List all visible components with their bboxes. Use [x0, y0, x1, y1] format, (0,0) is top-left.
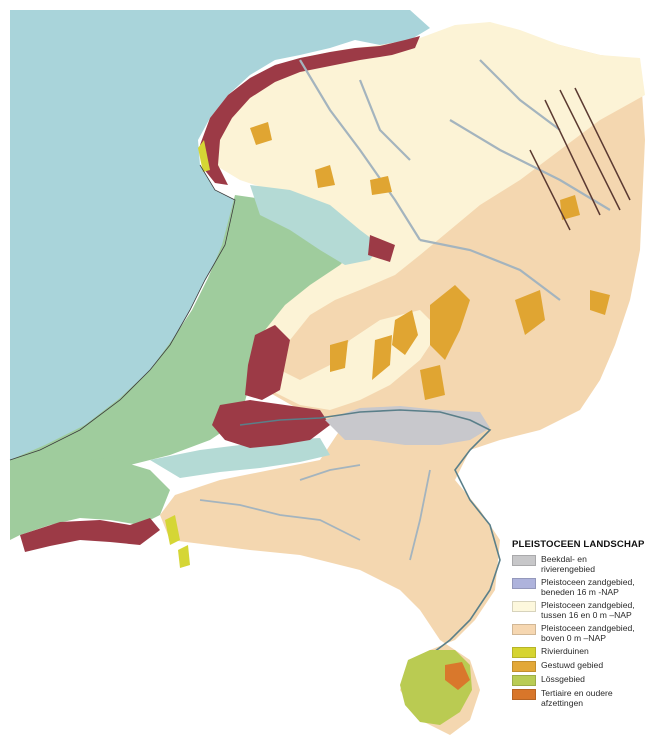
legend-swatch — [512, 577, 536, 589]
peat-delta — [212, 400, 330, 448]
legend-item: Gestuwd gebied — [512, 660, 654, 672]
main-river — [239, 409, 501, 671]
peat-central — [245, 325, 290, 400]
legend-swatch — [512, 600, 536, 612]
coastline — [9, 164, 236, 461]
river-valley-delta — [325, 406, 490, 445]
ridge-stripes — [529, 87, 631, 231]
ice-pushed-areas — [250, 122, 610, 400]
legend-label-line: boven 0 m –NAP — [541, 633, 606, 643]
upland-sand-area — [160, 40, 645, 735]
legend-swatch — [512, 623, 536, 635]
legend-swatch — [512, 688, 536, 700]
legend-label-line: Tertiaire en oudere — [541, 687, 613, 698]
tidal-delta-west — [10, 195, 360, 482]
legend-item: Rivierduinen — [512, 646, 654, 658]
legend-swatch — [512, 646, 536, 658]
legend-label-line: Pleistoceen zandgebied, — [541, 622, 635, 633]
legend-item: Pleistoceen zandgebied,boven 0 m –NAP — [512, 623, 654, 644]
legend-label: Pleistoceen zandgebied,tussen 16 en 0 m … — [541, 600, 635, 621]
tidal-flats-south — [150, 438, 330, 478]
legend-item: Pleistoceen zandgebied,beneden 16 m -NAP — [512, 577, 654, 598]
legend-title: PLEISTOCEEN LANDSCHAP — [512, 539, 645, 550]
legend-item: Lössgebied — [512, 674, 654, 686]
legend-label-line: Gestuwd gebied — [541, 659, 604, 670]
peat-northeast-strip — [368, 235, 395, 262]
legend-label-line: Beekdal- en — [541, 553, 587, 564]
legend-label-line: rivierengebied — [541, 564, 595, 574]
legend-label-line: beneden 16 m -NAP — [541, 587, 619, 597]
north-sea — [10, 10, 430, 460]
tidal-flats — [250, 185, 380, 265]
lowland-sand-area — [205, 22, 645, 410]
legend-label: Pleistoceen zandgebied,boven 0 m –NAP — [541, 623, 635, 644]
legend-label-line: Pleistoceen zandgebied, — [541, 576, 635, 587]
legend-label-line: Lössgebied — [541, 673, 585, 684]
legend-label-line: Rivierduinen — [541, 645, 589, 656]
river-north — [299, 59, 611, 301]
tidal-delta-south — [10, 458, 170, 540]
peat-coastal-north — [200, 36, 420, 185]
legend-label: Lössgebied — [541, 674, 585, 685]
legend-label-line: tussen 16 en 0 m –NAP — [541, 610, 632, 620]
river-south — [199, 464, 431, 561]
legend-label: Rivierduinen — [541, 646, 589, 657]
legend-label-line: Pleistoceen zandgebied, — [541, 599, 635, 610]
legend-swatch — [512, 554, 536, 566]
tertiary-deposits — [445, 662, 470, 690]
legend-swatch — [512, 674, 536, 686]
legend-label: Pleistoceen zandgebied,beneden 16 m -NAP — [541, 577, 635, 598]
river-dunes — [165, 140, 210, 568]
peat-southwest — [20, 518, 160, 552]
legend-item: Pleistoceen zandgebied,tussen 16 en 0 m … — [512, 600, 654, 621]
legend-label: Gestuwd gebied — [541, 660, 603, 671]
legend-label-line: afzettingen — [541, 698, 584, 708]
legend-swatch — [512, 660, 536, 672]
